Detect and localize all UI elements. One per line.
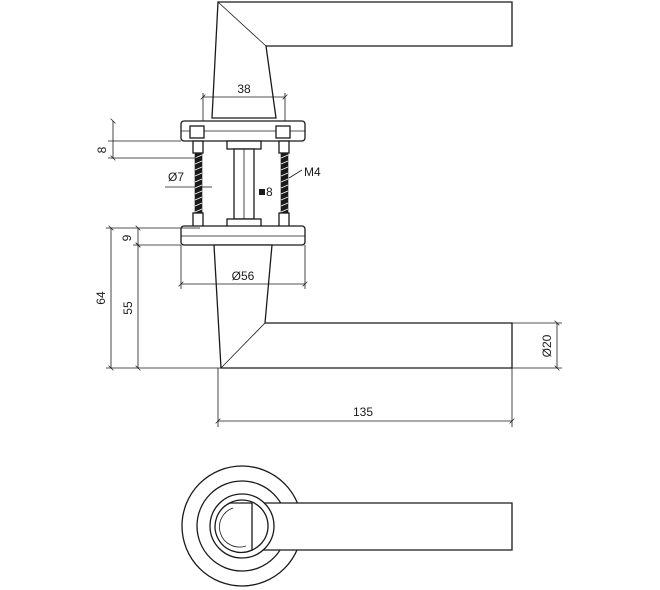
dimension-rose-diameter: Ø56	[181, 245, 305, 289]
dimension-rose-thickness: 8	[95, 121, 200, 158]
svg-text:8: 8	[95, 146, 109, 153]
svg-text:64: 64	[94, 291, 108, 305]
svg-text:Ø56: Ø56	[232, 269, 255, 283]
svg-text:38: 38	[237, 82, 251, 96]
dimension-spindle-square: 8	[259, 185, 273, 199]
top-view	[181, 465, 513, 587]
dimension-lever-total-height: 64	[94, 228, 221, 368]
svg-text:M4: M4	[304, 165, 321, 179]
svg-text:Ø20: Ø20	[540, 334, 554, 357]
lower-rose	[180, 225, 306, 246]
dimension-lever-length: 135	[218, 368, 512, 427]
left-screw	[192, 140, 204, 228]
dimension-screw-thread: M4	[288, 165, 321, 179]
svg-text:8: 8	[266, 185, 273, 199]
svg-text:55: 55	[121, 301, 135, 315]
dimension-lever-height: 55	[121, 245, 138, 368]
lower-lever	[213, 244, 513, 369]
upper-rose	[180, 120, 306, 142]
spindle	[226, 140, 262, 228]
svg-text:135: 135	[353, 405, 373, 419]
dimension-screw-diameter: Ø7	[165, 170, 212, 188]
right-screw	[278, 140, 290, 228]
dimension-rose-width: 38	[203, 82, 285, 121]
dimension-rose-lower-thickness: 9	[120, 228, 200, 245]
upper-lever	[211, 1, 513, 119]
svg-text:Ø7: Ø7	[168, 170, 184, 184]
dimension-lever-diameter: Ø20	[512, 323, 562, 368]
svg-text:9: 9	[120, 234, 134, 241]
